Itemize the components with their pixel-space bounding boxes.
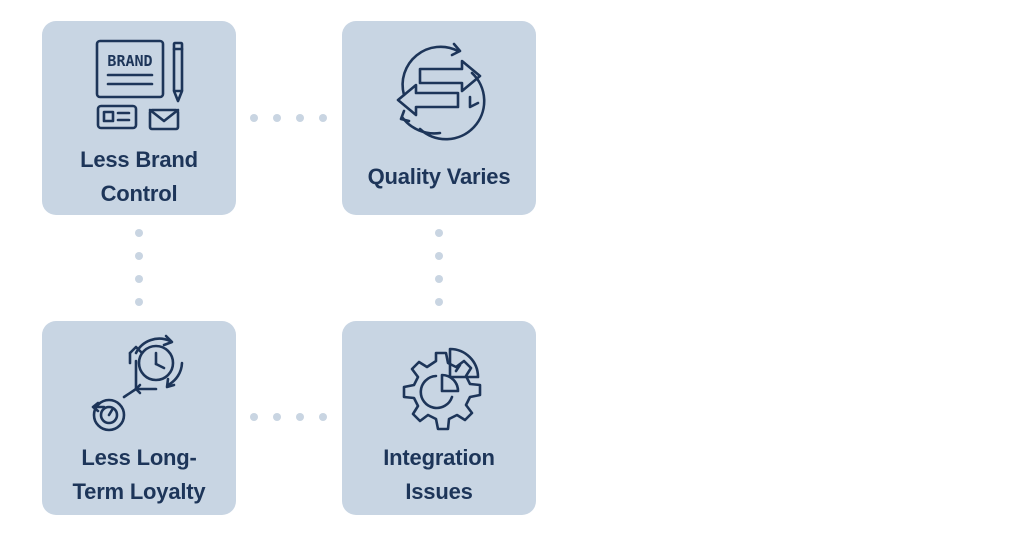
connector-dot (273, 413, 281, 421)
card-label-line2: Term Loyalty (72, 479, 206, 504)
connector-dot (135, 252, 143, 260)
exchange-cycle-icon (396, 42, 486, 141)
card-label-line2: Issues (405, 479, 473, 504)
card-label-line1: Integration (383, 445, 495, 470)
card-less-long-term-loyalty: Less Long- Term Loyalty (42, 321, 236, 515)
connector-dot (435, 252, 443, 260)
brand-document-icon: BRAND (95, 39, 184, 131)
card-label-line2: Control (100, 181, 178, 206)
card-label-line1: Less Long- (81, 445, 197, 470)
connector-dot (296, 413, 304, 421)
connector-dot (250, 114, 258, 122)
card-label: Quality Varies (367, 164, 511, 189)
card-label-line1: Less Brand (80, 147, 198, 172)
card-integration-issues: Integration Issues (342, 321, 536, 515)
time-cycle-icon (91, 334, 184, 432)
connector-dot (135, 229, 143, 237)
gear-chart-icon (402, 347, 482, 431)
connector-dot (135, 275, 143, 283)
connector-dot (135, 298, 143, 306)
connector-dot (319, 114, 327, 122)
connector-dot (435, 275, 443, 283)
connector-dot (319, 413, 327, 421)
connector-dot (435, 229, 443, 237)
connector-dot (435, 298, 443, 306)
connector-dot (250, 413, 258, 421)
card-quality-varies: Quality Varies (342, 21, 536, 215)
card-less-brand-control: BRAND Less Brand Control (42, 21, 236, 215)
connector-dot (273, 114, 281, 122)
brand-text: BRAND (107, 52, 152, 70)
connector-dot (296, 114, 304, 122)
